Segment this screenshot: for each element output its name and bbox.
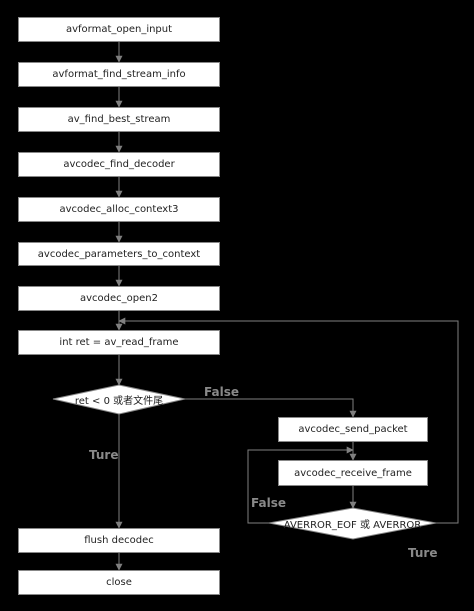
node-flush-decodec: flush decodec [18,528,220,553]
edge-averror-check-false-loop [247,446,354,524]
node-av-find-best-stream: av_find_best_stream [18,107,220,132]
decision-averror-check-label: AVERROR_EOF 或 AVERROR [283,520,422,531]
edge-label-false-inner: False [251,496,286,510]
node-avcodec-alloc-context3: avcodec_alloc_context3 [18,197,220,222]
node-avcodec-parameters-to-context: avcodec_parameters_to_context [18,242,220,266]
edge-label-ture-left: Ture [89,448,119,462]
node-av-read-frame: int ret = av_read_frame [18,330,220,355]
node-avcodec-find-decoder: avcodec_find_decoder [18,152,220,177]
edge-ret-check-to-send-packet [185,398,357,418]
node-avcodec-send-packet: avcodec_send_packet [278,417,428,442]
edge-averror-check-ture-loop [118,317,459,524]
node-avcodec-receive-frame: avcodec_receive_frame [278,460,428,486]
node-close: close [18,570,220,595]
edge-label-ture-bottom: Ture [408,546,438,560]
node-avformat-find-stream-info: avformat_find_stream_info [18,62,220,87]
decision-ret-check-shape [52,384,186,415]
edge-label-false-top: False [204,385,239,399]
decision-ret-check-label: ret < 0 或者文件尾 [74,396,164,407]
node-avformat-open-input: avformat_open_input [18,17,220,42]
node-avcodec-open2: avcodec_open2 [18,286,220,311]
decision-averror-check-shape [268,507,437,540]
